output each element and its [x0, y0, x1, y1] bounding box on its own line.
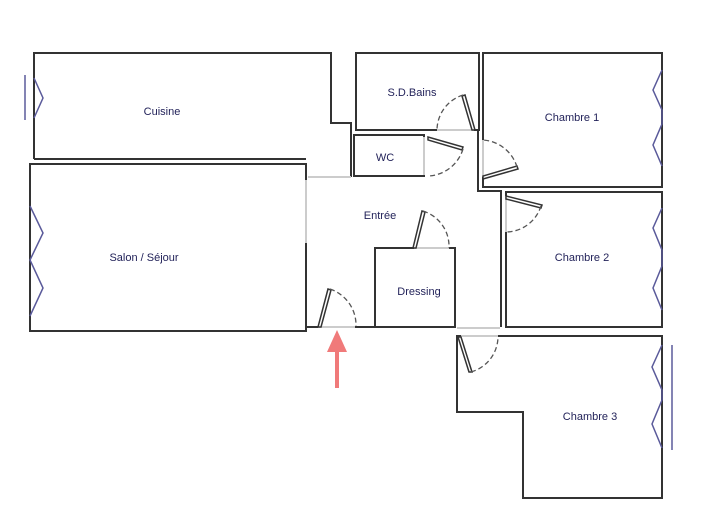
room-label-salon: Salon / Séjour [109, 252, 179, 264]
door-chambre3 [456, 336, 499, 373]
window-cuisine [24, 75, 44, 120]
window-chambre1 [652, 69, 663, 167]
room-label-wc: WC [375, 152, 395, 164]
door-entrance [317, 288, 357, 328]
wall-sdb [355, 52, 480, 131]
wall-salon [29, 163, 307, 332]
room-label-sdb: S.D.Bains [387, 87, 437, 99]
door-chambre2 [505, 195, 543, 233]
wall-corridor [477, 130, 502, 327]
door-chambre1 [482, 139, 519, 180]
wall-cuisine [33, 52, 352, 177]
entrance-arrow-icon [327, 330, 347, 388]
room-label-chambre1: Chambre 1 [544, 112, 600, 124]
window-chambre3 [651, 344, 673, 450]
room-label-dressing: Dressing [397, 286, 441, 298]
window-salon [29, 205, 44, 317]
door-dressing [412, 210, 450, 249]
room-label-entree: Entrée [363, 210, 397, 222]
room-label-chambre2: Chambre 2 [554, 252, 610, 264]
wall-chambre3 [456, 335, 663, 499]
window-chambre2 [652, 207, 663, 311]
door-wc [427, 136, 464, 177]
door-sdb [436, 94, 476, 131]
room-label-cuisine: Cuisine [143, 106, 181, 118]
room-label-chambre3: Chambre 3 [562, 411, 618, 423]
